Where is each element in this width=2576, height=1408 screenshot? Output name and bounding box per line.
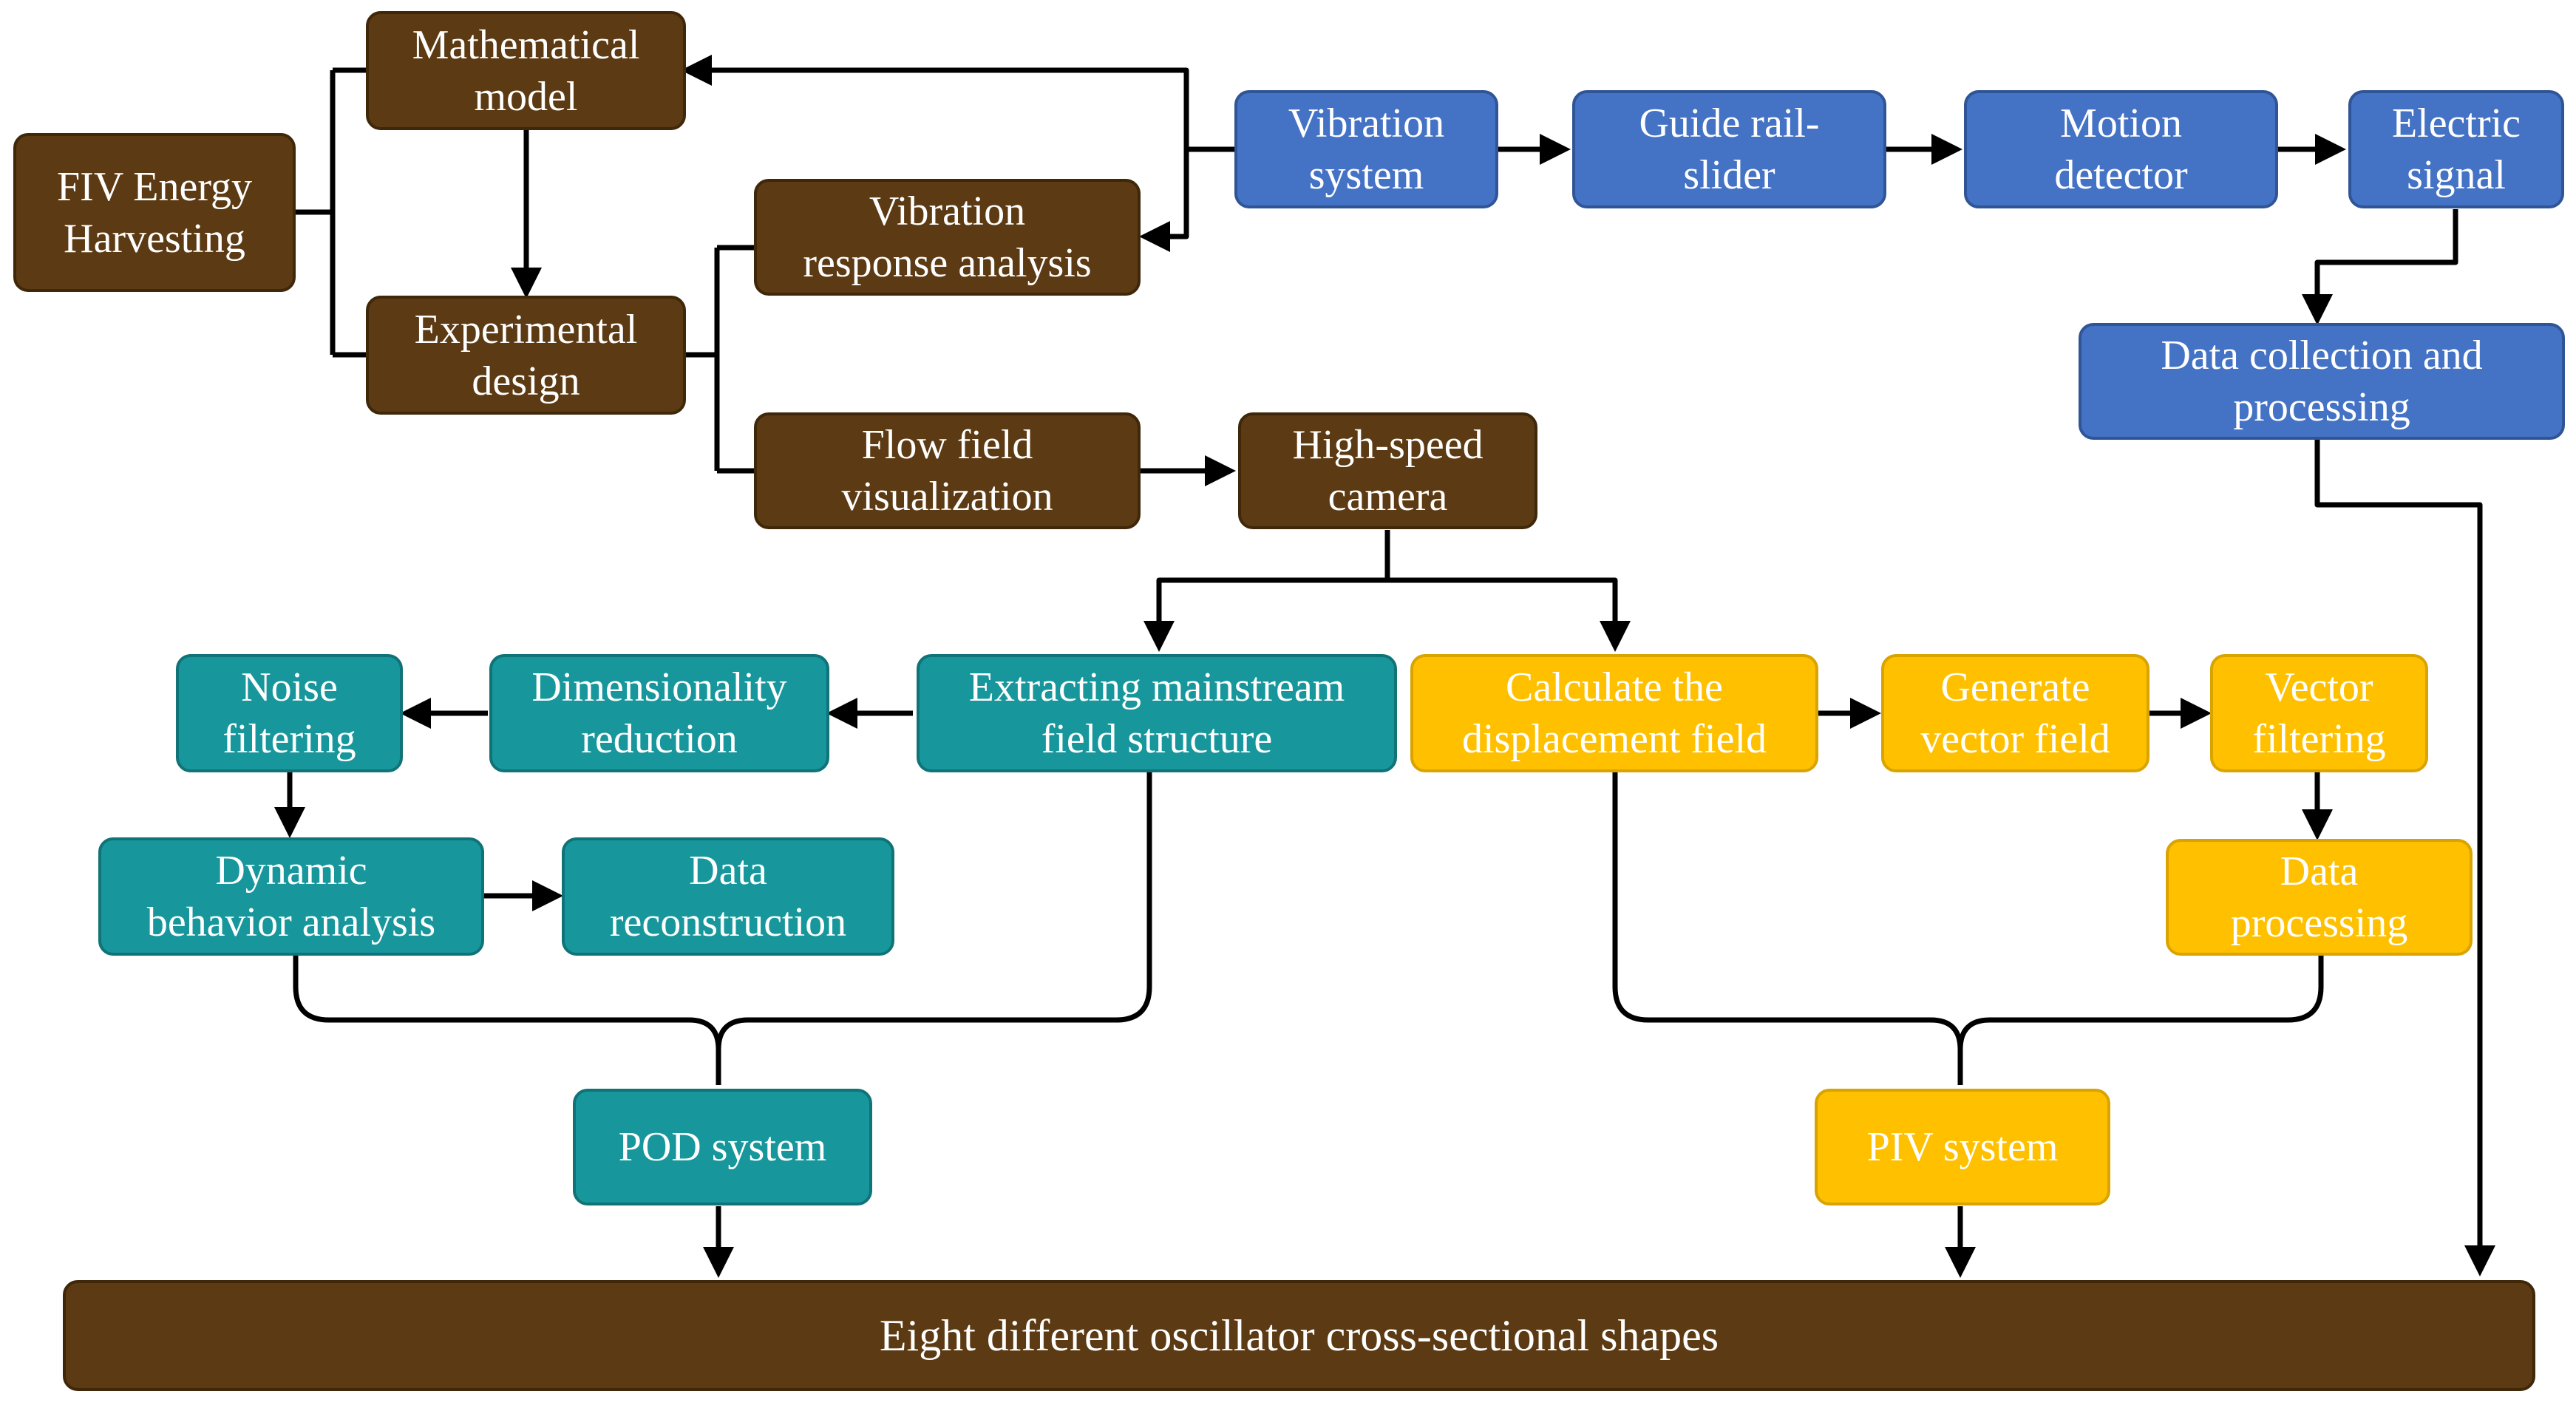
- node-data-reconstruction: Data reconstruction: [562, 837, 894, 956]
- node-pod-system: POD system: [573, 1089, 872, 1205]
- edge-data-eight: [2314, 438, 2495, 1276]
- node-dimensionality-reduction: Dimensionality reduction: [489, 654, 829, 772]
- node-noise-filtering: Noise filtering: [176, 654, 403, 772]
- node-mathematical-model: Mathematical model: [366, 11, 686, 130]
- node-data-collection-processing: Data collection and processing: [2079, 323, 2565, 440]
- node-motion-detector: Motion detector: [1964, 90, 2278, 208]
- edge-camera-split: [1156, 530, 1615, 647]
- node-generate-vector-field: Generate vector field: [1881, 654, 2150, 772]
- node-vibration-response-analysis: Vibration response analysis: [754, 179, 1141, 296]
- edge-piv-bracket: [1612, 772, 2324, 1085]
- node-flow-field-visualization: Flow field visualization: [754, 412, 1141, 529]
- node-guide-rail-slider: Guide rail- slider: [1572, 90, 1886, 208]
- edge-fiv-to-branches: [296, 67, 366, 358]
- node-extracting-mainstream-field-structure: Extracting mainstream field structure: [917, 654, 1397, 772]
- node-vector-filtering: Vector filtering: [2210, 654, 2428, 772]
- node-vibration-system: Vibration system: [1234, 90, 1498, 208]
- node-data-processing: Data processing: [2166, 839, 2473, 956]
- node-fiv-energy-harvesting: FIV Energy Harvesting: [13, 133, 296, 292]
- node-electric-signal: Electric signal: [2348, 90, 2564, 208]
- edge-pod-bracket: [293, 772, 1152, 1085]
- edge-elec-data: [2302, 209, 2458, 325]
- edge-exp-to-branches: [684, 245, 754, 474]
- node-eight-oscillator-shapes: Eight different oscillator cross-section…: [63, 1280, 2535, 1391]
- edge-vib-to-math: [681, 55, 1234, 152]
- node-high-speed-camera: High-speed camera: [1238, 412, 1537, 529]
- node-dynamic-behavior-analysis: Dynamic behavior analysis: [98, 837, 484, 956]
- node-experimental-design: Experimental design: [366, 296, 686, 415]
- node-calculate-displacement-field: Calculate the displacement field: [1410, 654, 1818, 772]
- edge-vib-to-response: [1139, 149, 1189, 252]
- node-piv-system: PIV system: [1815, 1089, 2110, 1205]
